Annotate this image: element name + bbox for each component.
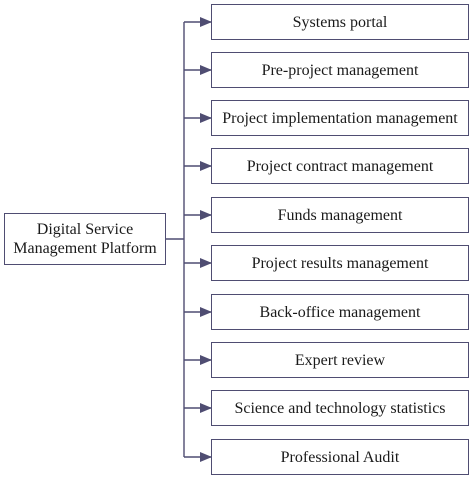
module-label: Back-office management (259, 303, 421, 321)
module-node-pre-project-management: Pre-project management (211, 52, 469, 88)
module-label: Funds management (277, 206, 403, 224)
module-label: Pre-project management (261, 61, 419, 79)
root-node-digital-service-platform: Digital Service Management Platform (4, 213, 166, 265)
module-label: Project contract management (246, 157, 434, 175)
module-node-expert-review: Expert review (211, 342, 469, 378)
module-node-project-contract-management: Project contract management (211, 148, 469, 184)
module-node-project-results-management: Project results management (211, 245, 469, 281)
module-node-project-implementation-management: Project implementation management (211, 100, 469, 136)
module-label: Expert review (294, 351, 386, 369)
root-label-line2: Management Platform (13, 240, 157, 257)
module-node-back-office-management: Back-office management (211, 294, 469, 330)
root-label-line1: Digital Service (36, 221, 134, 238)
module-node-science-technology-statistics: Science and technology statistics (211, 390, 469, 426)
module-label: Science and technology statistics (234, 399, 446, 417)
module-label: Professional Audit (280, 448, 400, 466)
module-node-funds-management: Funds management (211, 197, 469, 233)
module-node-systems-portal: Systems portal (211, 4, 469, 40)
module-label: Project implementation management (222, 109, 458, 127)
module-label: Project results management (251, 254, 429, 272)
module-label: Systems portal (292, 13, 388, 31)
module-node-professional-audit: Professional Audit (211, 439, 469, 475)
